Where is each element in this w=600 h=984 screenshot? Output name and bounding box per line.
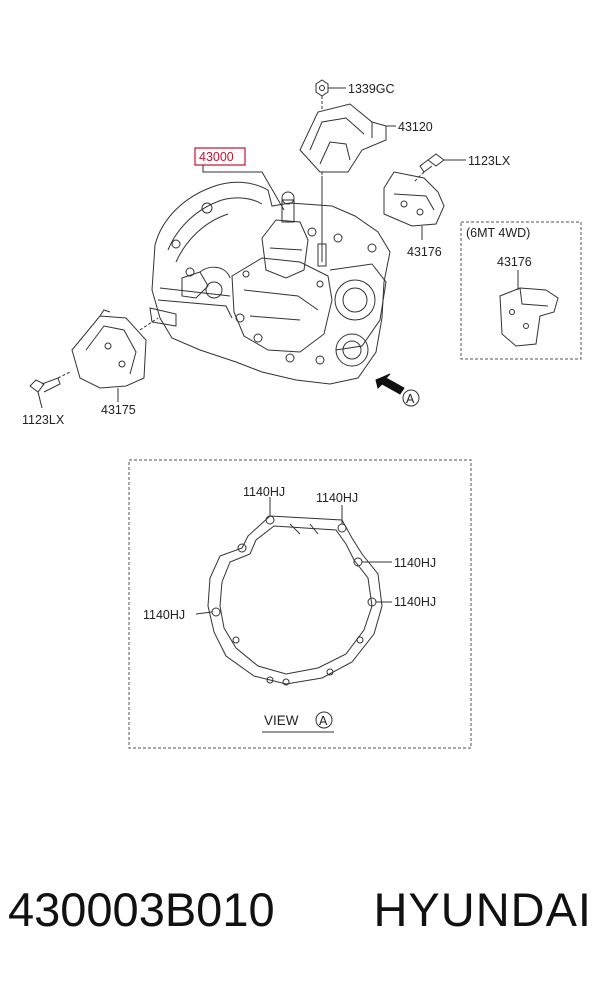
dowel-label-5: 1140HJ bbox=[143, 608, 185, 622]
callout-label-1123lx-left: 1123LX bbox=[22, 413, 65, 427]
nut-part bbox=[315, 79, 346, 110]
transmission-assembly bbox=[149, 176, 391, 385]
view-a-caption: VIEW A bbox=[262, 711, 334, 733]
bracket-right-part bbox=[383, 171, 445, 240]
dowel-label-4: 1140HJ bbox=[394, 595, 436, 609]
callout-label-43176: 43176 bbox=[407, 245, 442, 259]
part-number: 430003B010 bbox=[8, 883, 275, 936]
callout-label-43000: 43000 bbox=[199, 150, 234, 164]
view-arrow-ref: A bbox=[406, 392, 415, 406]
view-direction-arrow: A bbox=[375, 373, 420, 407]
callout-label-1339gc: 1339GC bbox=[348, 82, 395, 96]
highlight-box bbox=[194, 147, 246, 166]
dowel-leaders bbox=[195, 497, 392, 615]
leader-line bbox=[202, 165, 285, 211]
bolt-left-part bbox=[29, 371, 71, 409]
variant-bracket-part bbox=[499, 287, 559, 347]
callout-43000[interactable]: 43000 bbox=[194, 147, 285, 211]
brand-name: HYUNDAI bbox=[373, 883, 592, 936]
dowel-label-3: 1140HJ bbox=[394, 556, 436, 570]
callout-label-1123lx-right: 1123LX bbox=[468, 154, 511, 168]
footer-caption: 430003B010 HYUNDAI bbox=[8, 882, 592, 952]
gasket-outline bbox=[207, 515, 383, 686]
variant-box: (6MT 4WD) 43176 bbox=[460, 221, 582, 360]
variant-part-label: 43176 bbox=[497, 255, 532, 269]
upper-bracket-part bbox=[299, 103, 396, 190]
dowel-label-2: 1140HJ bbox=[316, 491, 358, 505]
view-title: VIEW bbox=[264, 713, 299, 728]
bracket-left-part bbox=[71, 309, 159, 402]
dowel-label-1: 1140HJ bbox=[243, 485, 285, 499]
view-a-panel: 1140HJ 1140HJ 1140HJ 1140HJ 1140HJ VIEW … bbox=[128, 459, 472, 749]
callout-label-43175: 43175 bbox=[101, 403, 136, 417]
variant-title: (6MT 4WD) bbox=[466, 226, 530, 240]
callout-label-43120: 43120 bbox=[398, 120, 433, 134]
view-ref: A bbox=[319, 714, 328, 728]
